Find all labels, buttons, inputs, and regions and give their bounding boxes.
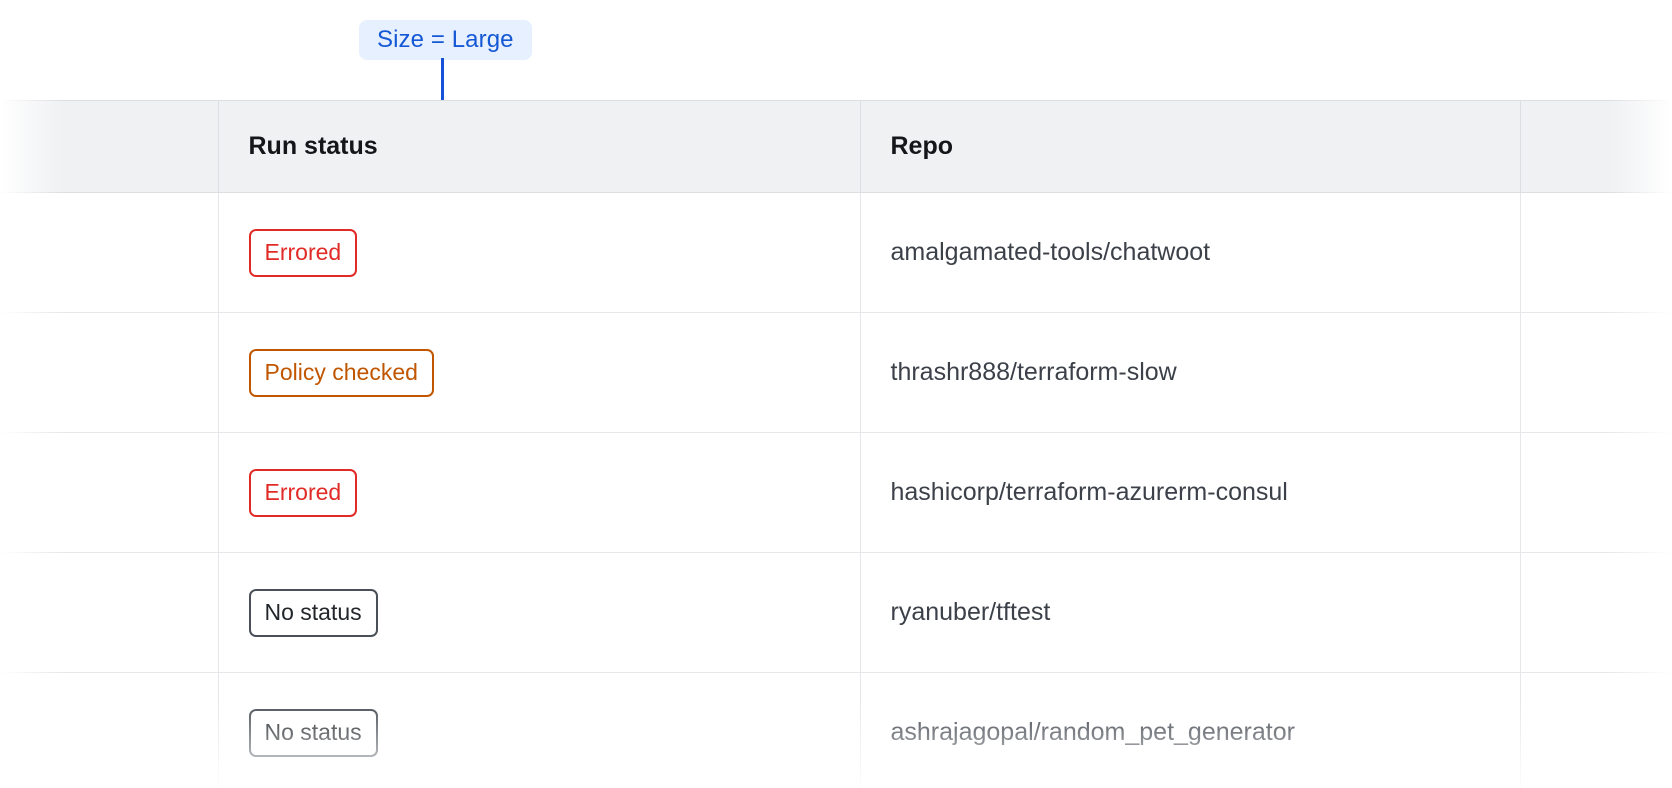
repo-name[interactable]: ryanuber/tftest: [890, 598, 1051, 626]
table-row[interactable]: Policy checked thrashr888/terraform-slow: [0, 312, 1672, 433]
repo-cell: ryanuber/tftest: [860, 552, 1521, 673]
status-badge: Policy checked: [248, 348, 434, 397]
column-header-run-status[interactable]: Run status: [218, 100, 861, 193]
status-badge: Errored: [248, 468, 358, 517]
row-tail-cell: [1520, 312, 1672, 433]
run-status-cell: No status: [218, 552, 861, 673]
row-tail-cell: [1520, 552, 1672, 673]
status-badge: No status: [248, 708, 378, 757]
status-badge-label: No status: [264, 599, 362, 625]
run-status-cell: No status: [218, 672, 861, 788]
status-badge: Errored: [248, 228, 358, 277]
row-select-cell[interactable]: [0, 312, 219, 433]
run-status-cell: Errored: [218, 192, 861, 313]
run-status-cell: Errored: [218, 432, 861, 553]
repo-name[interactable]: amalgamated-tools/chatwoot: [890, 238, 1211, 266]
status-badge-label: No status: [264, 719, 362, 745]
column-header-repo[interactable]: Repo: [860, 100, 1521, 193]
repo-cell: thrashr888/terraform-slow: [860, 312, 1521, 433]
table-row[interactable]: Errored amalgamated-tools/chatwoot: [0, 192, 1672, 313]
row-select-cell[interactable]: [0, 672, 219, 788]
row-select-cell[interactable]: [0, 432, 219, 553]
repo-name[interactable]: hashicorp/terraform-azurerm-consul: [890, 478, 1288, 506]
size-annotation-pill: Size = Large: [359, 20, 532, 60]
row-select-cell[interactable]: [0, 552, 219, 673]
row-tail-cell: [1520, 432, 1672, 553]
table-header-row: Run status Repo: [0, 100, 1672, 193]
table-row[interactable]: No status ashrajagopal/random_pet_generat…: [0, 672, 1672, 788]
runs-table-header: Run status Repo: [0, 100, 1672, 193]
repo-cell: amalgamated-tools/chatwoot: [860, 192, 1521, 313]
repo-cell: hashicorp/terraform-azurerm-consul: [860, 432, 1521, 553]
row-select-cell[interactable]: [0, 192, 219, 313]
table-row[interactable]: Errored hashicorp/terraform-azurerm-consu…: [0, 432, 1672, 553]
runs-table: Run status Repo Errored amalgamated-tools…: [0, 100, 1672, 788]
row-tail-cell: [1520, 192, 1672, 313]
status-badge: No status: [248, 588, 378, 637]
column-header-tail: [1520, 100, 1672, 193]
run-status-cell: Policy checked: [218, 312, 861, 433]
status-badge-label: Policy checked: [264, 359, 418, 385]
repo-name[interactable]: ashrajagopal/random_pet_generator: [890, 718, 1295, 746]
repo-name[interactable]: thrashr888/terraform-slow: [890, 358, 1177, 386]
column-header-select[interactable]: [0, 100, 219, 193]
status-badge-label: Errored: [264, 239, 342, 265]
status-badge-label: Errored: [264, 479, 342, 505]
row-tail-cell: [1520, 672, 1672, 788]
runs-table-container: Run status Repo Errored amalgamated-tools…: [0, 100, 1672, 788]
table-row[interactable]: No status ryanuber/tftest: [0, 552, 1672, 673]
repo-cell: ashrajagopal/random_pet_generator: [860, 672, 1521, 788]
